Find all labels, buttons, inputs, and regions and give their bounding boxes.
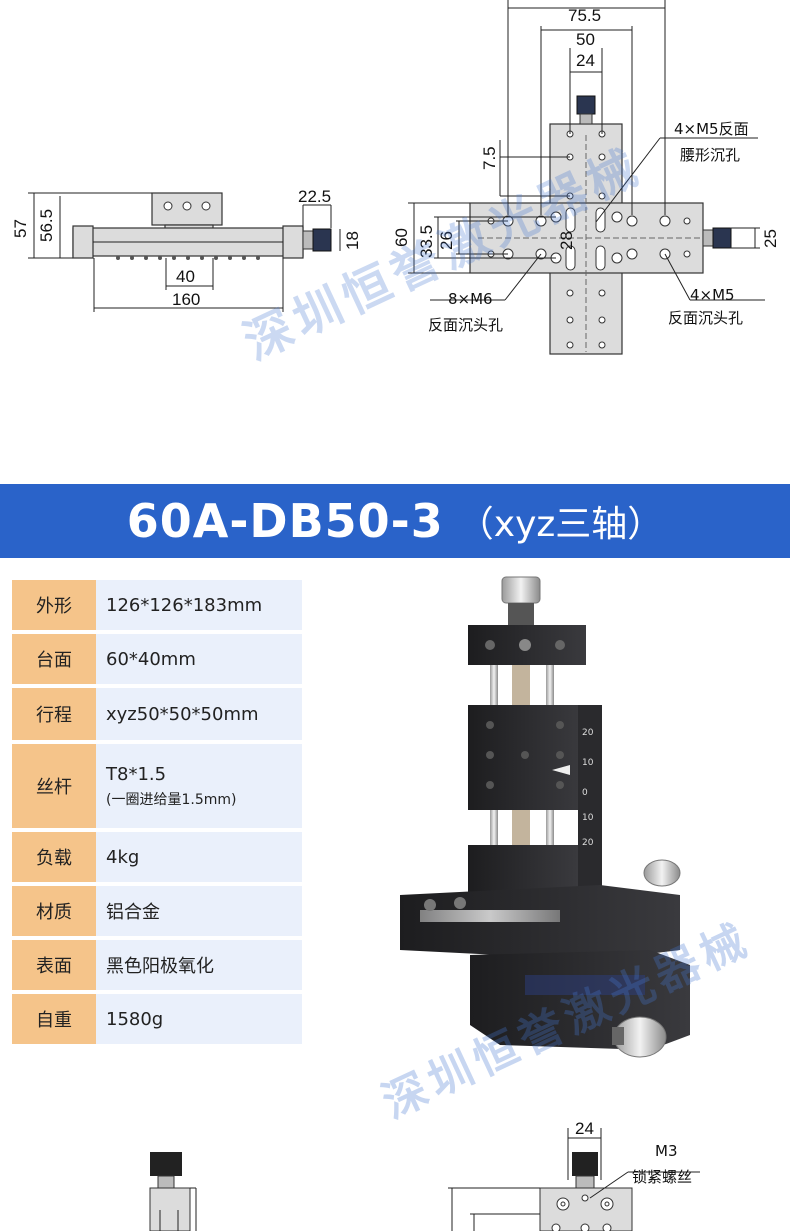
spec-value: 黑色阳极氧化 — [96, 940, 302, 990]
callout-lower-left-2: 反面沉头孔 — [428, 316, 503, 334]
dim-22-5: 22.5 — [298, 187, 331, 206]
spec-row: 台面 60*40mm — [12, 634, 302, 684]
bottom-side-view-left — [149, 1152, 197, 1231]
callout-upper-right-1: 4×M5反面 — [674, 120, 749, 138]
top-view: 75.5 50 24 7.5 33.5 26 60 28 25 4×M5反面 腰… — [392, 0, 780, 355]
spec-row: 丝杆 T8*1.5 (一圈进给量1.5mm) — [12, 744, 302, 828]
bottom-top-view: 24 M3 锁紧螺丝 — [448, 1119, 700, 1231]
spec-key: 负载 — [12, 832, 96, 882]
spec-row: 自重 1580g — [12, 994, 302, 1044]
scale-label: 0 — [582, 788, 588, 798]
scale-label: 20 — [582, 838, 594, 848]
scale-label: 20 — [582, 728, 594, 738]
callout-lower-right-2: 反面沉头孔 — [668, 309, 743, 327]
spec-value-text: 4kg — [106, 846, 140, 868]
top-technical-drawing: 57 56.5 22.5 18 40 160 — [11, 0, 780, 355]
spec-key: 行程 — [12, 688, 96, 740]
spec-value: xyz50*50*50mm — [96, 688, 302, 740]
dim-33-5: 33.5 — [417, 225, 436, 258]
spec-table: 外形 126*126*183mm 台面 60*40mm 行程 xyz50*50*… — [12, 580, 302, 1048]
callout-lower-left-1: 8×M6 — [448, 290, 493, 308]
callout-m3: M3 — [655, 1142, 678, 1160]
spec-value-text: 1580g — [106, 1008, 164, 1030]
spec-row: 材质 铝合金 — [12, 886, 302, 936]
spec-value-text: 铝合金 — [106, 902, 160, 923]
spec-key: 丝杆 — [12, 744, 96, 828]
callout-upper-right-2: 腰形沉孔 — [680, 146, 740, 164]
spec-value: 铝合金 — [96, 886, 302, 936]
spec-value: T8*1.5 (一圈进给量1.5mm) — [96, 744, 302, 828]
dim-25: 25 — [761, 229, 780, 248]
spec-value: 4kg — [96, 832, 302, 882]
dim-75-5: 75.5 — [568, 6, 601, 25]
model-suffix: （xyz三轴） — [457, 504, 664, 545]
spec-row: 行程 xyz50*50*50mm — [12, 688, 302, 740]
dim-50: 50 — [576, 30, 595, 49]
spec-value-text: 60*40mm — [106, 648, 196, 670]
bottom-dim-24: 24 — [575, 1119, 594, 1138]
spec-row: 表面 黑色阳极氧化 — [12, 940, 302, 990]
spec-key: 台面 — [12, 634, 96, 684]
product-image: 20 10 0 10 20 — [400, 576, 690, 1058]
callout-lock-screw: 锁紧螺丝 — [632, 1168, 692, 1186]
dim-24: 24 — [576, 51, 595, 70]
model-title-bar: 60A-DB50-3 （xyz三轴） — [0, 484, 790, 558]
dim-57: 57 — [11, 219, 30, 238]
scale-label: 10 — [582, 758, 594, 768]
dim-28: 28 — [557, 231, 576, 250]
spec-value-text: 126*126*183mm — [106, 594, 263, 616]
spec-key: 自重 — [12, 994, 96, 1044]
spec-key: 表面 — [12, 940, 96, 990]
dim-18: 18 — [343, 231, 362, 250]
scale-label: 10 — [582, 813, 594, 823]
spec-key: 外形 — [12, 580, 96, 630]
spec-row: 外形 126*126*183mm — [12, 580, 302, 630]
spec-key: 材质 — [12, 886, 96, 936]
dim-160: 160 — [172, 290, 200, 309]
spec-value: 1580g — [96, 994, 302, 1044]
dim-7-5: 7.5 — [480, 146, 499, 170]
callout-lower-right-1: 4×M5 — [690, 286, 735, 304]
dim-56-5: 56.5 — [37, 209, 56, 242]
spec-value-text: xyz50*50*50mm — [106, 703, 259, 725]
side-view: 57 56.5 22.5 18 40 160 — [11, 187, 362, 312]
spec-value-text: 黑色阳极氧化 — [106, 956, 214, 977]
bottom-technical-drawing: 24 M3 锁紧螺丝 — [149, 1119, 700, 1231]
spec-value: 60*40mm — [96, 634, 302, 684]
dim-26: 26 — [437, 231, 456, 250]
dim-40: 40 — [176, 267, 195, 286]
model-number: 60A-DB50-3 — [126, 494, 444, 548]
spec-value-note: (一圈进给量1.5mm) — [106, 791, 237, 808]
spec-value-text: T8*1.5 — [106, 763, 167, 785]
dim-60: 60 — [392, 228, 411, 247]
spec-value: 126*126*183mm — [96, 580, 302, 630]
spec-row: 负载 4kg — [12, 832, 302, 882]
